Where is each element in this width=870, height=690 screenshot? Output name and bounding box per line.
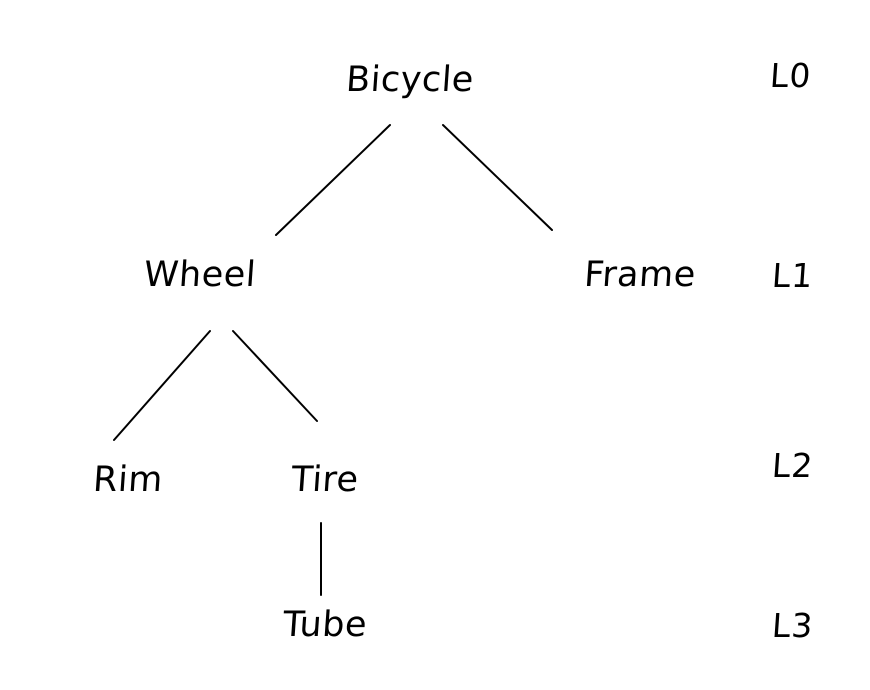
edge-wheel-to-tire — [232, 330, 318, 422]
level-label-l1: L1 — [770, 256, 815, 295]
level-label-l0: L0 — [768, 56, 813, 95]
node-frame[interactable]: Frame — [582, 255, 698, 295]
edge-bicycle-to-frame — [442, 124, 553, 231]
node-rim[interactable]: Rim — [91, 460, 165, 500]
level-label-l2: L2 — [770, 446, 815, 485]
edge-wheel-to-rim — [113, 330, 211, 441]
node-tire[interactable]: Tire — [290, 460, 360, 500]
node-tube[interactable]: Tube — [281, 605, 369, 645]
edge-bicycle-to-wheel — [275, 124, 391, 236]
node-wheel[interactable]: Wheel — [142, 255, 258, 295]
node-bicycle[interactable]: Bicycle — [344, 60, 476, 100]
level-label-l3: L3 — [770, 606, 815, 645]
